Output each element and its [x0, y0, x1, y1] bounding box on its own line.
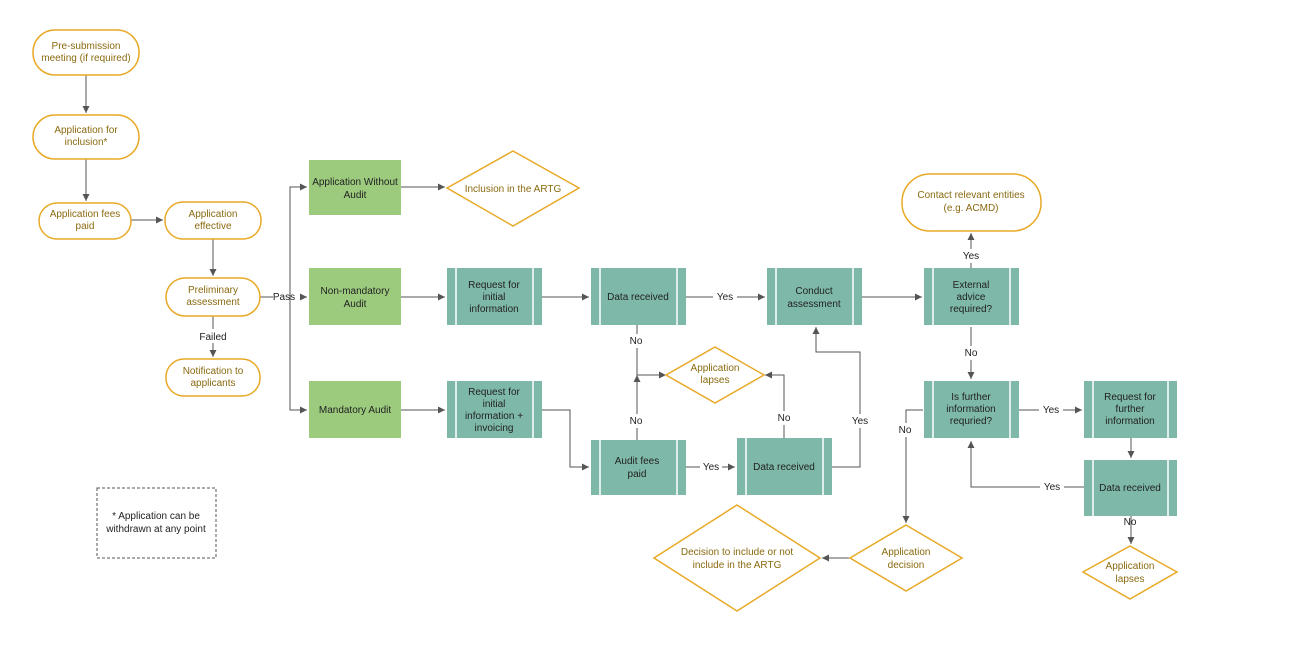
edge-pass-to-mandatory [289, 297, 307, 414]
edge-data-received-2-to-conduct [812, 327, 861, 468]
node-data-received-3: Data received [1084, 460, 1177, 516]
label-no-external-to-further: No [965, 348, 978, 359]
edge-data-received-1-to-lapses [636, 325, 666, 379]
node-contact-relevant-entities: Contact relevant entities(e.g. ACMD) [901, 173, 1042, 232]
svg-text:Inclusion in the ARTG: Inclusion in the ARTG [465, 184, 562, 195]
svg-text:Contact relevant entities(e.g.: Contact relevant entities(e.g. ACMD) [917, 190, 1024, 214]
node-data-received-2: Data received [737, 438, 832, 495]
edge-request-invoicing-to-audit-fees [542, 409, 589, 471]
node-data-received-1: Data received [591, 268, 686, 325]
edge-labels: Pass Failed Yes No No Yes No Yes Yes No … [198, 249, 1137, 528]
label-no-fees-to-lapses: No [630, 416, 643, 427]
svg-text:Mandatory Audit: Mandatory Audit [319, 405, 391, 416]
label-pass: Pass [273, 292, 295, 303]
label-yes-data3-to-further: Yes [1044, 482, 1060, 493]
label-no-data3-to-lapses: No [1124, 517, 1137, 528]
label-yes-external-to-contact: Yes [963, 251, 979, 262]
label-failed: Failed [199, 332, 226, 343]
edge-data-received-3-to-further [967, 441, 1084, 488]
edge-pass-to-without-audit [289, 183, 307, 297]
label-yes-further-to-request: Yes [1043, 405, 1059, 416]
label-yes-fees-to-data2: Yes [703, 462, 719, 473]
svg-text:Data received: Data received [1099, 483, 1161, 494]
svg-text:Data received: Data received [607, 292, 669, 303]
label-no-further-to-decision: No [899, 425, 912, 436]
label-yes-data2-to-conduct: Yes [852, 416, 868, 427]
edge-data-received-2-to-lapses [765, 371, 785, 438]
label-no-data1-to-lapses: No [630, 336, 643, 347]
node-inclusion-in-artg: Inclusion in the ARTG [445, 150, 581, 227]
node-mandatory-audit: Mandatory Audit [309, 381, 401, 438]
edge-further-to-decision [902, 409, 923, 523]
label-no-data2-to-lapses: No [778, 413, 791, 424]
svg-text:Data received: Data received [753, 462, 815, 473]
label-yes-data-to-conduct: Yes [717, 292, 733, 303]
